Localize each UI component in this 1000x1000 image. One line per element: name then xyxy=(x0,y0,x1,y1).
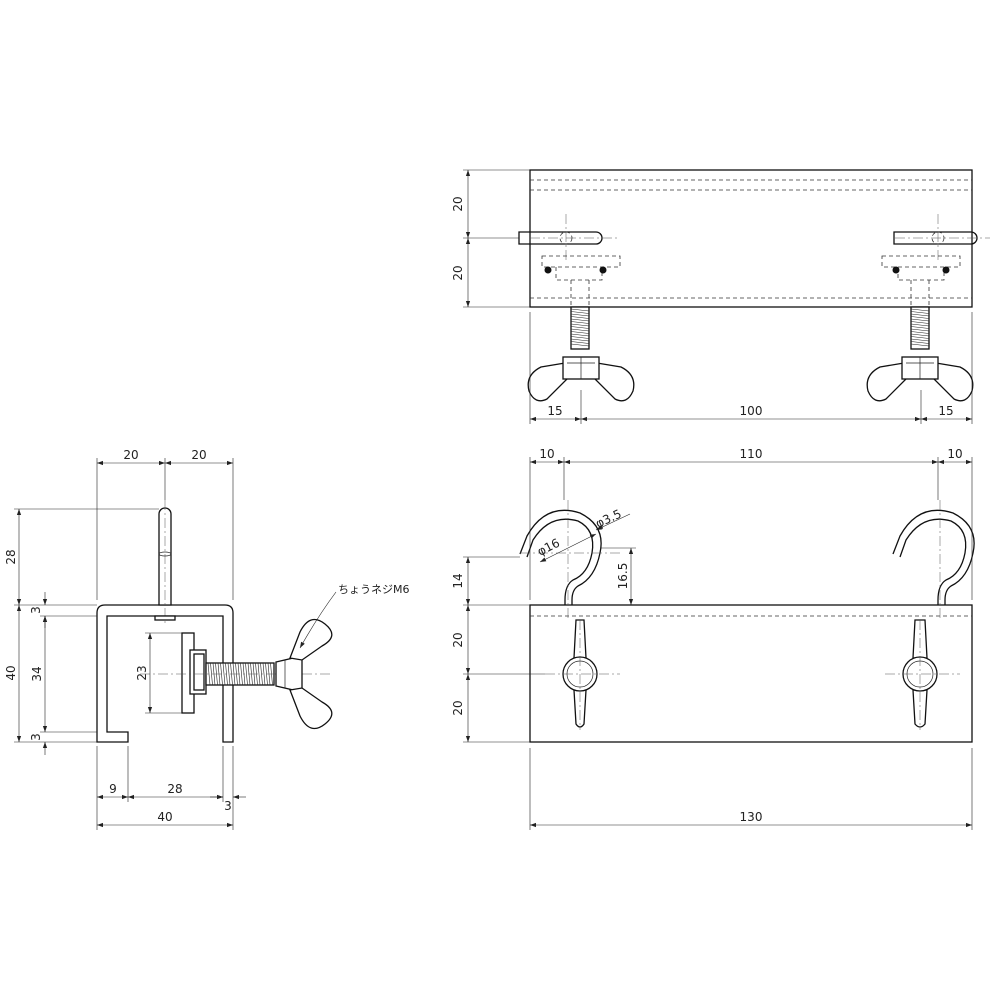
top-view: 20 20 15 100 15 xyxy=(451,169,990,424)
front-dim-16-5: 16.5 xyxy=(616,563,630,590)
front-dim-top-10-right: 10 xyxy=(947,447,962,461)
right-hook xyxy=(892,500,975,620)
front-dim-left-20-bot: 20 xyxy=(451,700,465,715)
top-dim-left-lower: 20 xyxy=(451,265,465,280)
side-dim-left-34: 34 xyxy=(30,666,44,681)
side-dim-bottom-40: 40 xyxy=(157,810,172,824)
front-dim-phi-16: φ16 xyxy=(535,536,562,559)
side-dim-left-3-bot: 3 xyxy=(29,733,43,741)
front-view: 10 110 10 φ3.5 φ16 16.5 14 20 20 130 xyxy=(451,447,975,830)
top-view-body xyxy=(529,169,973,308)
front-view-body xyxy=(529,604,973,743)
top-dim-bottom-right: 15 xyxy=(938,404,953,418)
side-dim-left-3-top: 3 xyxy=(29,606,43,614)
front-dim-bottom-130: 130 xyxy=(740,810,763,824)
screw-callout: ちょうネジM6 xyxy=(338,583,410,596)
left-wing-nut-front xyxy=(545,619,620,730)
side-dim-bottom-28: 28 xyxy=(167,782,182,796)
left-thumb-screw xyxy=(527,306,635,402)
hook-pin xyxy=(154,500,176,625)
side-dim-top-right: 20 xyxy=(191,448,206,462)
left-hook-slot xyxy=(518,214,621,306)
front-dim-left-14: 14 xyxy=(451,573,465,588)
clamp-plate xyxy=(140,632,330,714)
side-dim-left-28: 28 xyxy=(4,549,18,564)
right-thumb-screw xyxy=(866,306,974,402)
front-dim-top-110: 110 xyxy=(740,447,763,461)
side-dim-bottom-3: 3 xyxy=(224,799,232,813)
side-dim-top-left: 20 xyxy=(123,448,138,462)
front-dim-phi-3-5: φ3.5 xyxy=(593,507,623,531)
top-dim-left-upper: 20 xyxy=(451,196,465,211)
top-dim-bottom-left: 15 xyxy=(547,404,562,418)
side-view: ちょうネジM6 20 20 28 40 3 34 3 23 xyxy=(4,448,410,830)
channel-profile xyxy=(96,604,234,743)
side-dim-inner-23: 23 xyxy=(135,665,149,680)
front-dim-top-10-left: 10 xyxy=(539,447,554,461)
right-hook-slot xyxy=(881,214,990,306)
right-wing-nut-front xyxy=(885,619,960,730)
top-dim-bottom-mid: 100 xyxy=(740,404,763,418)
side-wing-nut xyxy=(275,618,333,730)
side-dim-bottom-9: 9 xyxy=(109,782,117,796)
side-dim-left-40: 40 xyxy=(4,665,18,680)
front-dim-left-20-top: 20 xyxy=(451,632,465,647)
